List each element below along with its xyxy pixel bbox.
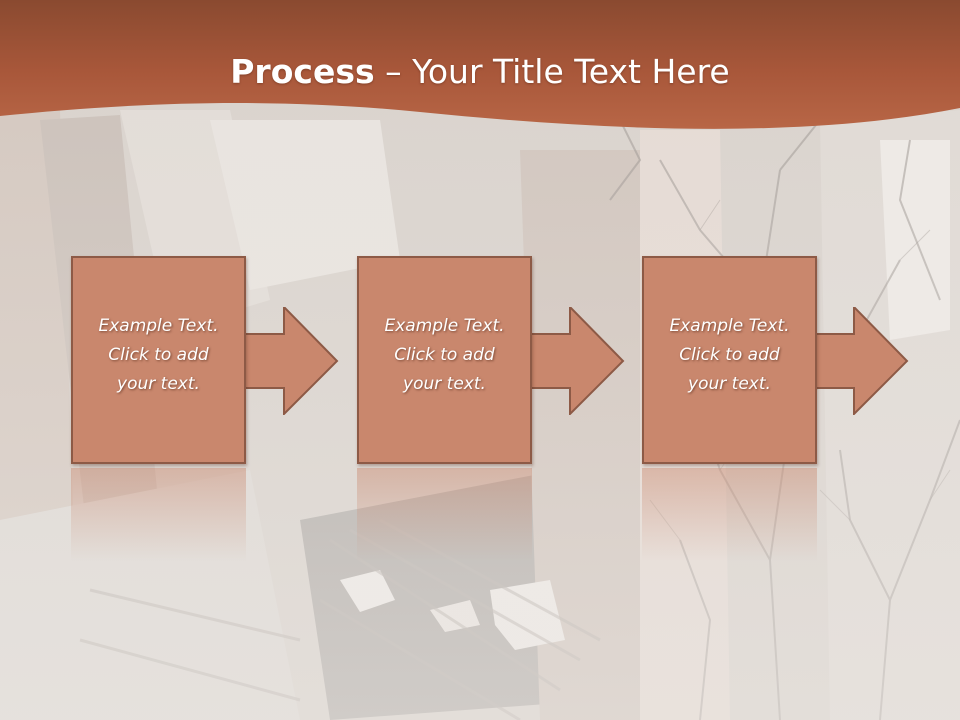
- step-box-2[interactable]: Example Text. Click to add your text.: [357, 256, 532, 464]
- title-rest: – Your Title Text Here: [374, 52, 730, 91]
- step-box-3[interactable]: Example Text. Click to add your text.: [642, 256, 817, 464]
- step-1-reflection: [71, 468, 246, 578]
- step-3-line-1: Example Text.: [669, 316, 790, 336]
- step-box-1[interactable]: Example Text. Click to add your text.: [71, 256, 246, 464]
- step-1-text: Example Text. Click to add your text.: [73, 312, 244, 399]
- arrow-3-icon: [814, 307, 909, 415]
- title-bold: Process: [230, 52, 375, 91]
- step-3-reflection: [642, 468, 817, 578]
- slide-title[interactable]: Process – Your Title Text Here: [0, 52, 960, 91]
- step-3-line-3: your text.: [688, 374, 771, 394]
- step-3-line-2: Click to add: [679, 345, 780, 365]
- step-2-line-1: Example Text.: [384, 316, 505, 336]
- step-2-line-2: Click to add: [394, 345, 495, 365]
- header-band: [0, 0, 960, 129]
- step-2-line-3: your text.: [403, 374, 486, 394]
- step-2-reflection: [357, 468, 532, 578]
- step-1-line-3: your text.: [117, 374, 200, 394]
- arrow-2-icon: [530, 307, 625, 415]
- arrow-1-icon: [244, 307, 339, 415]
- step-3-text: Example Text. Click to add your text.: [644, 312, 815, 399]
- step-2-text: Example Text. Click to add your text.: [359, 312, 530, 399]
- step-1-line-1: Example Text.: [98, 316, 219, 336]
- step-1-line-2: Click to add: [108, 345, 209, 365]
